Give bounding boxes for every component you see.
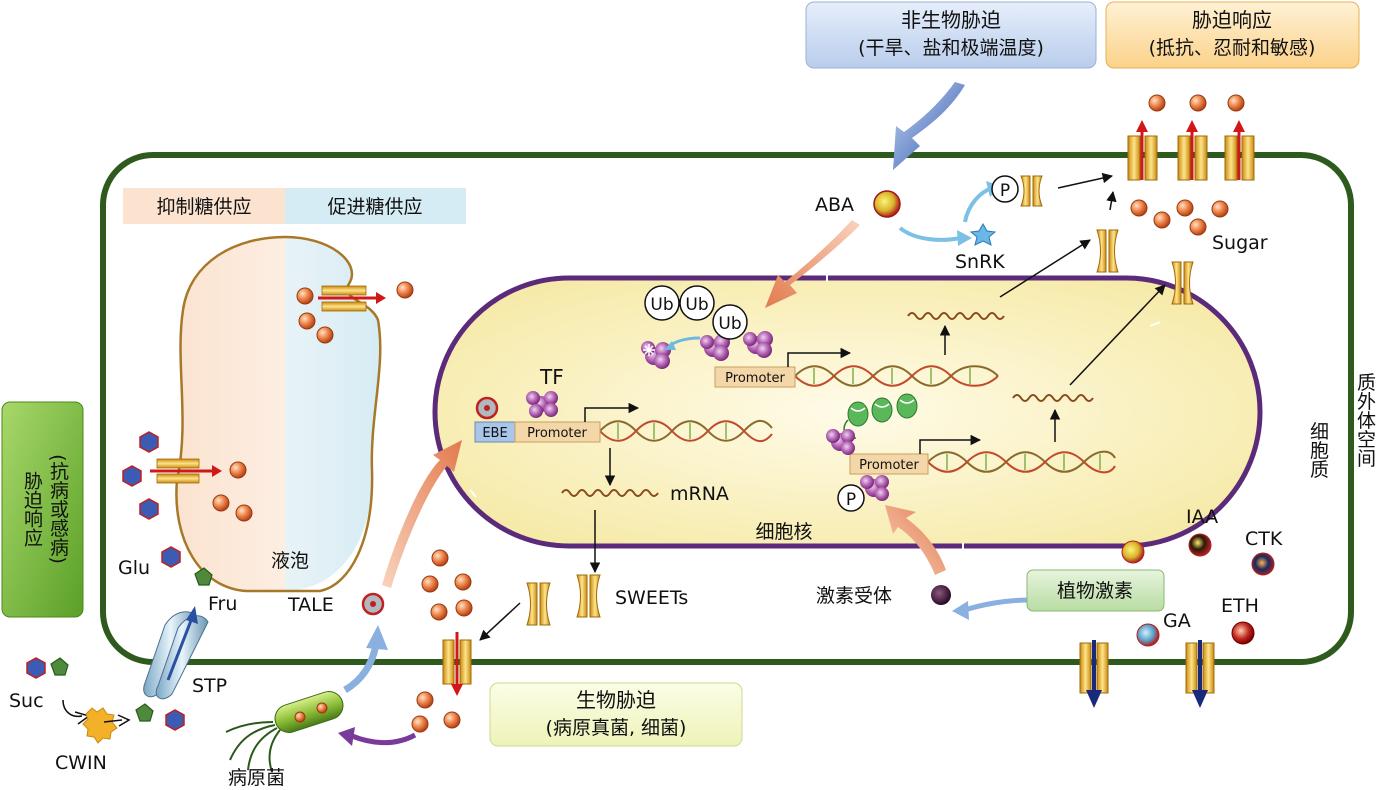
- abiotic-arrow: [893, 82, 965, 170]
- ctk-icon: [1251, 552, 1275, 576]
- tale-arrow: [382, 440, 462, 588]
- transcription-arrows: [584, 347, 982, 454]
- left-response-box: [1, 401, 84, 618]
- cwin-label: CWIN: [55, 752, 107, 774]
- eth-icon: [1231, 621, 1255, 645]
- ub-proteins: [641, 331, 773, 369]
- vacuole-transporter-left: [150, 458, 222, 484]
- sugar-label: Sugar: [1212, 232, 1268, 254]
- suc-label: Suc: [9, 690, 44, 712]
- eth-label: ETH: [1221, 595, 1259, 617]
- iaa-icon: [1188, 533, 1212, 557]
- stp-transporter: [143, 606, 209, 700]
- flow-arrows: [479, 172, 1166, 641]
- ga-icon: [1136, 623, 1160, 647]
- promoter-box-3: [849, 453, 929, 475]
- hormone-receptor-label: 激素受体: [816, 585, 892, 607]
- biotic-title: 生物胁迫: [576, 688, 656, 712]
- pathogen-icon: [225, 691, 344, 773]
- hormone-receptor-icon: [931, 585, 951, 605]
- suc-arrow: [62, 699, 83, 718]
- sugar-molecules: [212, 94, 1245, 733]
- ub-label-3: Ub: [718, 314, 741, 334]
- mrna-strands: [561, 312, 1094, 497]
- left-response-title: 胁迫响应: [21, 471, 43, 547]
- vacuole-label: 液泡: [271, 550, 309, 572]
- membrane-transporters-right: [1079, 640, 1215, 708]
- dna-rungs: [617, 368, 1101, 470]
- nucleus-label: 细胞核: [755, 521, 812, 543]
- sweet-transporter-p: [1020, 175, 1043, 207]
- hormone-title: 植物激素: [1057, 580, 1133, 602]
- stp-label: STP: [192, 675, 227, 697]
- response-title: 胁迫响应: [1192, 8, 1272, 32]
- nucleus: [432, 275, 1263, 549]
- vacuole-transporter: [318, 285, 386, 312]
- sweets-label: SWEETs: [615, 587, 688, 609]
- p-label-2: P: [846, 490, 856, 510]
- p-label-1: P: [1000, 181, 1010, 201]
- ub-label-1: Ub: [650, 295, 673, 315]
- snrk-label: SnRK: [955, 251, 1005, 273]
- abiotic-title: 非生物胁迫: [901, 8, 1001, 32]
- promoter-label-2: Promoter: [725, 371, 785, 386]
- aba-signal-arrow: [765, 220, 860, 308]
- promoter-label-3: Promoter: [859, 458, 919, 473]
- stress-response-box: [1105, 1, 1360, 69]
- aba-snrk-arrow: [898, 226, 961, 242]
- promote-box: [285, 188, 466, 224]
- hormone-box: [1026, 569, 1165, 612]
- nuclear-pores: [469, 275, 1161, 550]
- apoplast-label: 质外体空间: [1354, 372, 1376, 467]
- biotic-stress-box: [489, 682, 743, 747]
- ga-label: GA: [1163, 610, 1191, 632]
- inhibit-box: [123, 188, 285, 224]
- tf-protein-2: [826, 429, 855, 455]
- dna-helix-3: [927, 450, 1116, 474]
- dna-helix-1: [599, 419, 773, 443]
- left-response-sub: (抗病或感病): [47, 454, 69, 564]
- tf-protein: [526, 391, 558, 418]
- promoter-box-1: [514, 421, 601, 443]
- snrk-icon: [969, 222, 997, 246]
- abiotic-stress-box: [805, 1, 1097, 69]
- glu-label: Glu: [118, 557, 150, 579]
- tale-label: TALE: [287, 594, 334, 616]
- mrna-label: mRNA: [670, 483, 729, 505]
- iaa-label: IAA: [1186, 506, 1218, 528]
- hormone-abalike-icon: [1121, 540, 1145, 564]
- abiotic-sub: (干旱、盐和极端温度): [858, 37, 1044, 59]
- fru-label: Fru: [208, 593, 237, 615]
- receptor-arrow: [885, 505, 946, 575]
- tf-protein-3: [860, 475, 889, 501]
- inhibit-label: 抑制糖供应: [156, 196, 251, 218]
- tf-label: TF: [539, 365, 564, 389]
- ub-tags: [644, 285, 748, 340]
- promoter-label-1: Promoter: [527, 426, 587, 441]
- hormone-arrow: [964, 597, 1031, 613]
- cwin-icon: [82, 707, 118, 744]
- sugar-pathogen-arrow: [351, 732, 417, 746]
- ub-label-2: Ub: [685, 295, 708, 315]
- promoter-box-2: [714, 366, 796, 388]
- dna-helix-2: [794, 365, 999, 387]
- pathogen-label: 病原菌: [228, 767, 285, 789]
- ctk-label: CTK: [1245, 528, 1283, 550]
- phospho-tag-1: [991, 175, 1019, 203]
- glucose-molecules: [26, 431, 185, 731]
- response-sub: (抵抗、忍耐和敏感): [1149, 37, 1316, 59]
- ebe-label: EBE: [482, 426, 507, 441]
- fructose-molecules: [50, 567, 213, 722]
- promote-label: 促进糖供应: [327, 196, 422, 218]
- membrane-transporters-top: [1127, 120, 1255, 181]
- sweet-transporter-free: [526, 229, 1194, 626]
- aba-label: ABA: [815, 194, 854, 216]
- phospho-tag-2: [837, 484, 865, 512]
- cytoplasm-label: 细胞质: [1307, 421, 1329, 478]
- membrane-transporter-bottom: [442, 632, 472, 696]
- biotic-sub: (病原真菌, 细菌): [546, 717, 687, 739]
- aba-molecule: [873, 190, 901, 218]
- pathogen-tale-arrow: [343, 644, 380, 694]
